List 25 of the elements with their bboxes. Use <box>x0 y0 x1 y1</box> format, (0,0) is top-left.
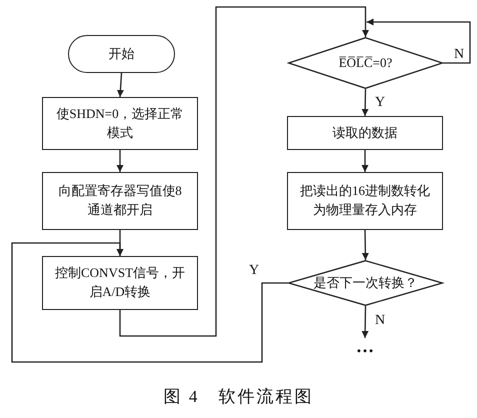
arrow <box>116 72 124 98</box>
figure-caption: 图 4 软件流程图 <box>162 386 314 408</box>
node-text: 读取的数据 <box>332 124 398 142</box>
arrow <box>362 230 369 260</box>
process-box <box>42 97 198 150</box>
arrow <box>362 150 368 172</box>
node-text: 控制CONVST信号，开启A/D转换 <box>55 264 185 301</box>
arrow <box>116 150 124 172</box>
process-box <box>42 172 198 230</box>
ellipsis: … <box>356 334 374 358</box>
process-box <box>42 256 198 310</box>
arrow <box>119 6 369 337</box>
start-terminator <box>68 35 175 73</box>
node-text: E̅O̅L̅C̅=0? <box>338 54 392 72</box>
node-text: 向配置寄存器写值使8通道都开启 <box>57 182 183 219</box>
process-box <box>287 172 443 230</box>
arrow <box>362 88 369 116</box>
node-text: 开始 <box>108 44 134 63</box>
process-box <box>287 116 443 150</box>
arrow <box>366 18 471 64</box>
arrow <box>362 306 369 338</box>
node-text: 是否下一次转换？ <box>314 274 418 292</box>
node-text: 把读出的16进制数转化为物理量存入内存 <box>300 182 430 219</box>
arrow <box>11 242 288 363</box>
node-text: 使SHDN=0，选择正常模式 <box>55 104 185 142</box>
